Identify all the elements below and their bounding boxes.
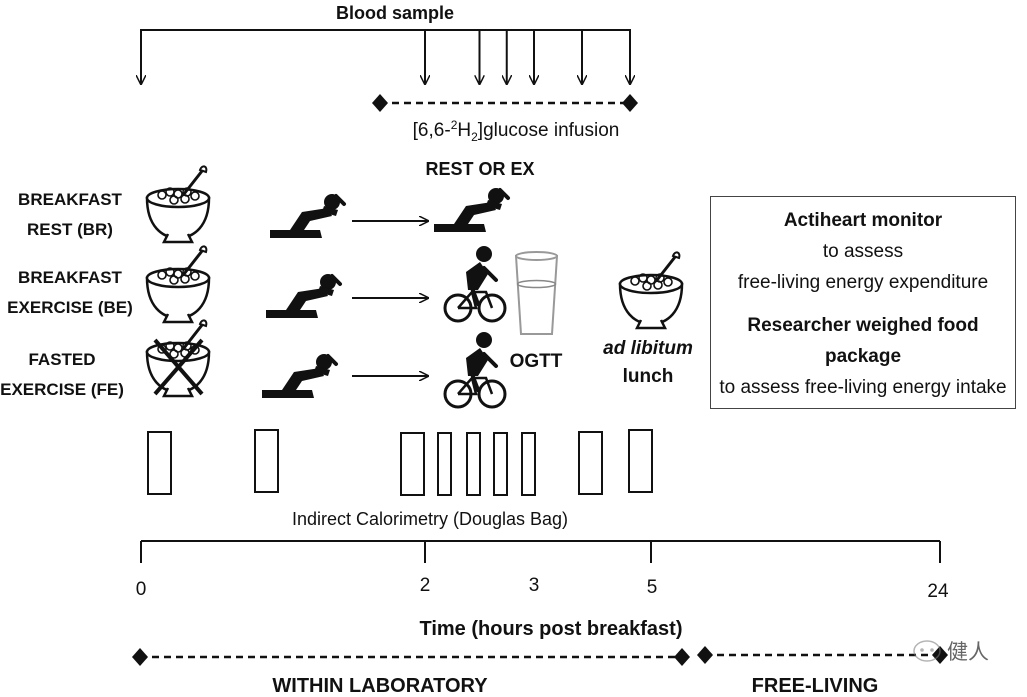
svg-text:REST (BR): REST (BR)	[27, 220, 113, 239]
bowl-icon	[618, 250, 684, 330]
infusion-end-diamond	[622, 94, 638, 112]
tick-label-24: 24	[927, 581, 949, 602]
phase-lab-label: WITHIN LABORATORY	[272, 675, 488, 697]
bowl-icon	[145, 164, 211, 244]
laboratory-phase-line	[132, 648, 690, 666]
watermark-text: 健人	[947, 641, 989, 664]
lunch-label-line2: lunch	[623, 366, 674, 387]
box-line: free-living energy expenditure	[737, 272, 989, 293]
tick-label-0: 0	[136, 579, 147, 600]
blood-sample-label: Blood sample	[336, 3, 454, 23]
box-line: to assess	[822, 241, 904, 262]
reclining-person-icon	[432, 186, 510, 234]
blood-sample-bracket	[141, 29, 630, 84]
douglas-bag	[521, 432, 536, 496]
arm-br-label: BREAKFAST REST (BR)	[18, 190, 123, 239]
blood-sample-arrows	[141, 30, 630, 84]
douglas-bag	[466, 432, 481, 496]
douglas-bag	[437, 432, 452, 496]
phase-label: REST OR EX	[425, 159, 534, 179]
crossed-bowl-icon	[145, 318, 211, 398]
svg-text:BREAKFAST: BREAKFAST	[18, 190, 123, 209]
time-axis-label: Time (hours post breakfast)	[419, 618, 682, 640]
tick-label-3: 3	[529, 575, 540, 596]
reclining-person-icon	[260, 352, 338, 400]
box-line: to assess free-living energy intake	[719, 377, 1007, 398]
ogtt-label: OGTT	[510, 351, 563, 372]
douglas-bag	[400, 432, 425, 496]
douglas-bag	[254, 429, 279, 493]
arm-fe-label: FASTED EXERCISE (FE)	[0, 350, 124, 399]
time-axis	[140, 540, 941, 563]
glucose-drink-glass-icon	[514, 251, 559, 335]
calorimetry-label: Indirect Calorimetry (Douglas Bag)	[292, 509, 568, 529]
watermark	[913, 640, 941, 662]
calorimetry-bags	[147, 429, 653, 496]
tick-label-5: 5	[647, 577, 658, 598]
box-title-actiheart: Actiheart monitor	[783, 210, 943, 231]
lunch-label-line1: ad libitum	[603, 338, 693, 359]
reclining-person-icon	[268, 192, 346, 240]
arm-be-label: BREAKFAST EXERCISE (BE)	[7, 268, 133, 317]
douglas-bag	[628, 429, 653, 493]
bowl-icon	[145, 244, 211, 324]
phase-free-label: FREE-LIVING	[752, 675, 879, 697]
douglas-bag	[493, 432, 508, 496]
cyclist-icon	[443, 244, 507, 323]
douglas-bag	[578, 431, 603, 495]
svg-text:FASTED: FASTED	[28, 350, 95, 369]
free-living-info-box: Actiheart monitor to assess free-living …	[710, 196, 1016, 409]
svg-text:EXERCISE (BE): EXERCISE (BE)	[7, 298, 133, 317]
cyclist-icon	[443, 330, 507, 409]
svg-text:EXERCISE (FE): EXERCISE (FE)	[0, 380, 124, 399]
box-title-food-package: Researcher weighed food package	[747, 315, 979, 367]
free-living-phase-line	[697, 646, 948, 664]
svg-text:BREAKFAST: BREAKFAST	[18, 268, 123, 287]
infusion-label: [6,6-2H2]glucose infusion	[413, 118, 620, 144]
tick-label-2: 2	[420, 575, 431, 596]
douglas-bag	[147, 431, 172, 495]
glucose-infusion-line	[372, 94, 638, 112]
reclining-person-icon	[264, 272, 342, 320]
infusion-start-diamond	[372, 94, 388, 112]
